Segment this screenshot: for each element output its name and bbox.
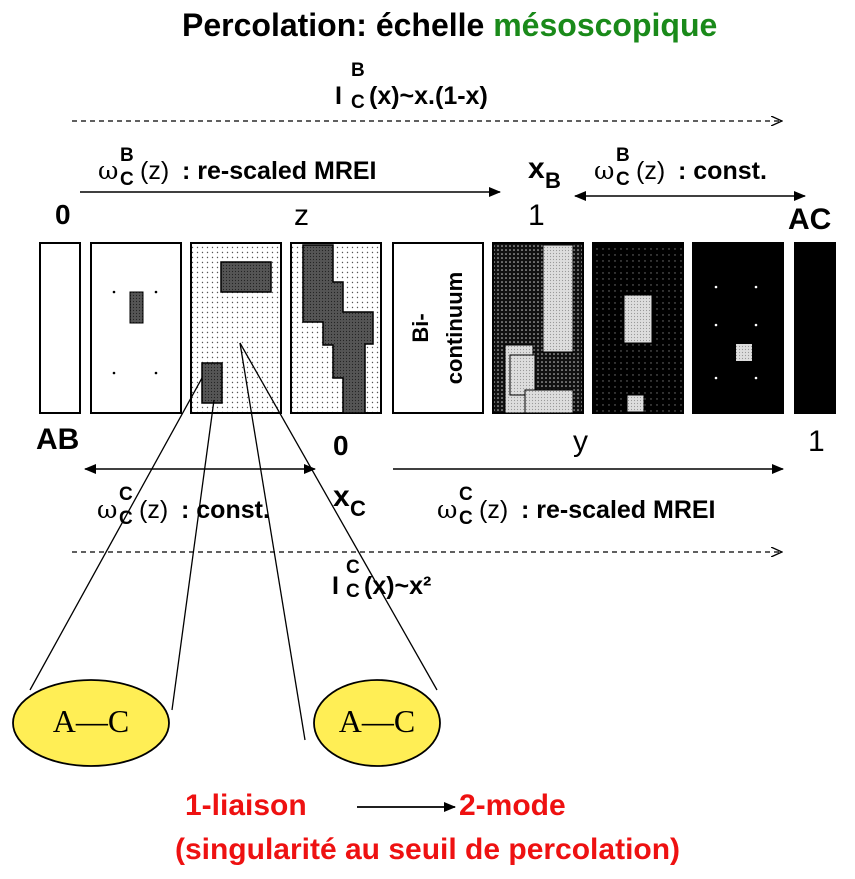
omega-symbol: ω	[437, 495, 458, 524]
omega-arg: (z)	[636, 157, 666, 185]
bottom-formula-symbol: I	[332, 572, 339, 600]
conclusion-to: 2-mode	[459, 789, 566, 822]
omega-arg: (z)	[139, 496, 169, 524]
bottom-formula-sup: C	[346, 557, 360, 578]
xC-label: x C	[333, 480, 383, 521]
xB-sub: B	[545, 168, 561, 193]
upper-one: 1	[528, 199, 545, 232]
lower-AB: AB	[36, 423, 80, 456]
panel-7	[592, 242, 684, 414]
lower-left-label: ω C C (z) : const.	[97, 484, 327, 534]
xB-label: x B	[528, 152, 578, 193]
bond: —	[75, 703, 108, 739]
upper-axis-z: z	[294, 199, 309, 232]
lower-axis-y: y	[573, 425, 588, 458]
omega-arg: (z)	[140, 157, 170, 185]
xC-sub: C	[350, 496, 366, 521]
omega-sup: B	[120, 145, 134, 166]
ellipse-left-label: A—C	[26, 703, 156, 740]
bond: —	[361, 703, 394, 739]
panel-8	[692, 242, 784, 414]
panel-2	[90, 242, 182, 414]
omega-symbol: ω	[97, 495, 118, 524]
omega-sub: C	[616, 169, 630, 190]
bicontinuum-line1: Bi-	[408, 313, 433, 343]
omega-sup: C	[459, 484, 473, 505]
bottom-formula: I C C (x)~x²	[332, 557, 492, 607]
omega-symbol: ω	[98, 156, 119, 185]
title-prefix: Percolation: échelle	[182, 7, 494, 43]
omega-sup: C	[119, 484, 133, 505]
top-formula-sup: B	[351, 60, 365, 81]
lower-zero: 0	[333, 430, 349, 461]
omega-sub: C	[120, 169, 134, 190]
panel-5	[392, 242, 484, 414]
omega-text: : const.	[678, 157, 767, 185]
omega-sup: B	[616, 145, 630, 166]
bottom-formula-sub: C	[346, 581, 360, 602]
panel-6	[492, 242, 584, 414]
conclusion-line2: (singularité au seuil de percolation)	[174, 833, 681, 866]
upper-left-label: ω B C (z) : re-scaled MREI	[98, 145, 478, 195]
atom-A: A	[338, 703, 362, 739]
omega-text: : re-scaled MREI	[182, 157, 377, 185]
omega-text: : re-scaled MREI	[521, 496, 716, 524]
upper-AC: AC	[788, 203, 832, 236]
top-formula: I B C (x)~x.(1-x)	[335, 60, 555, 120]
atom-A: A	[52, 703, 76, 739]
ellipse-right	[313, 679, 441, 767]
atom-C: C	[393, 703, 416, 739]
top-formula-symbol: I	[335, 82, 342, 110]
upper-right-label: ω B C (z) : const.	[594, 145, 824, 195]
panel-1	[39, 242, 81, 414]
panel-3	[190, 242, 282, 414]
title-highlight: mésoscopique	[493, 7, 718, 43]
bottom-formula-rest: (x)~x²	[364, 572, 432, 600]
ellipse-left	[12, 679, 170, 767]
ellipse-right-label: A—C	[312, 703, 442, 740]
lower-right-label: ω C C (z) : re-scaled MREI	[437, 484, 817, 534]
xB-main: x	[528, 152, 545, 185]
page-title: Percolation: échelle mésoscopique	[182, 7, 717, 44]
zoom-lines	[29, 342, 438, 741]
panel-4	[290, 242, 382, 414]
omega-sub: C	[459, 508, 473, 529]
panel-9	[794, 242, 836, 414]
top-formula-rest: (x)~x.(1-x)	[369, 82, 488, 110]
lower-one: 1	[808, 425, 825, 458]
bicontinuum-line2: continuum	[442, 271, 467, 385]
upper-zero: 0	[55, 199, 71, 230]
top-formula-sub: C	[351, 92, 365, 113]
xC-main: x	[333, 480, 350, 513]
omega-text: : const.	[181, 496, 270, 524]
conclusion-from: 1-liaison	[185, 789, 307, 822]
atom-C: C	[107, 703, 130, 739]
omega-arg: (z)	[479, 496, 509, 524]
omega-symbol: ω	[594, 156, 615, 185]
omega-sub: C	[119, 508, 133, 529]
